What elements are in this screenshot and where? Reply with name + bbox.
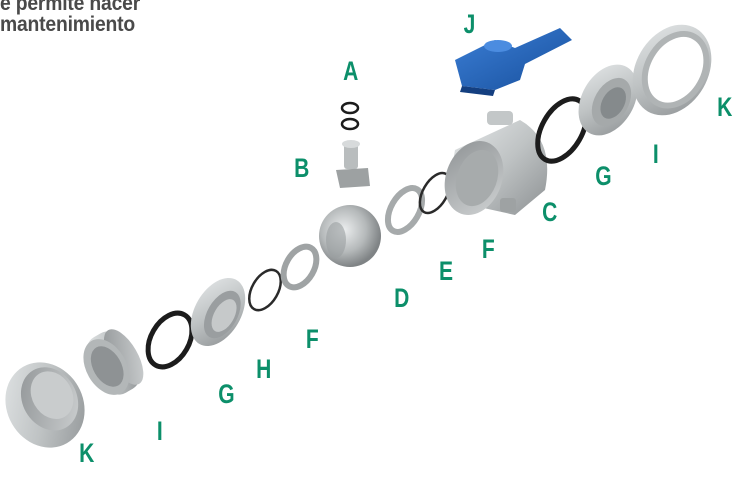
heading-line-2: mantenimiento	[0, 13, 136, 36]
stem-o-rings	[340, 101, 360, 131]
stem	[336, 140, 370, 188]
label-c: C	[542, 197, 558, 227]
handle	[455, 28, 572, 96]
heading: e permite hacer mantenimiento	[0, 0, 140, 35]
carrier-right	[578, 64, 638, 136]
label-g-left: G	[218, 379, 235, 409]
ball	[319, 205, 381, 267]
valve-body	[444, 111, 548, 215]
heading-line-1: e permite hacer	[0, 0, 141, 15]
label-i-right: I	[652, 139, 659, 169]
o-ring-right	[535, 96, 589, 164]
union-nut-right	[632, 24, 712, 116]
label-i-left: I	[156, 416, 163, 446]
seat-o-ring-left	[248, 268, 282, 312]
end-connector-left	[83, 329, 144, 395]
label-g-right: G	[595, 161, 612, 191]
label-j: J	[463, 9, 476, 39]
seat-o-ring-right	[418, 171, 452, 215]
o-ring-left	[145, 310, 195, 370]
label-k-right: K	[717, 92, 733, 122]
carrier-left	[190, 277, 246, 347]
label-f-right: F	[481, 234, 495, 264]
label-f-left: F	[305, 324, 319, 354]
seat-ring-left	[280, 243, 320, 291]
label-e: E	[438, 256, 454, 286]
label-k-left: K	[79, 438, 95, 468]
label-a: A	[343, 56, 359, 86]
seat-ring-right	[384, 185, 426, 235]
label-d: D	[394, 283, 410, 313]
label-b: B	[294, 153, 310, 183]
label-h: H	[256, 354, 272, 384]
union-nut-left	[5, 362, 85, 448]
